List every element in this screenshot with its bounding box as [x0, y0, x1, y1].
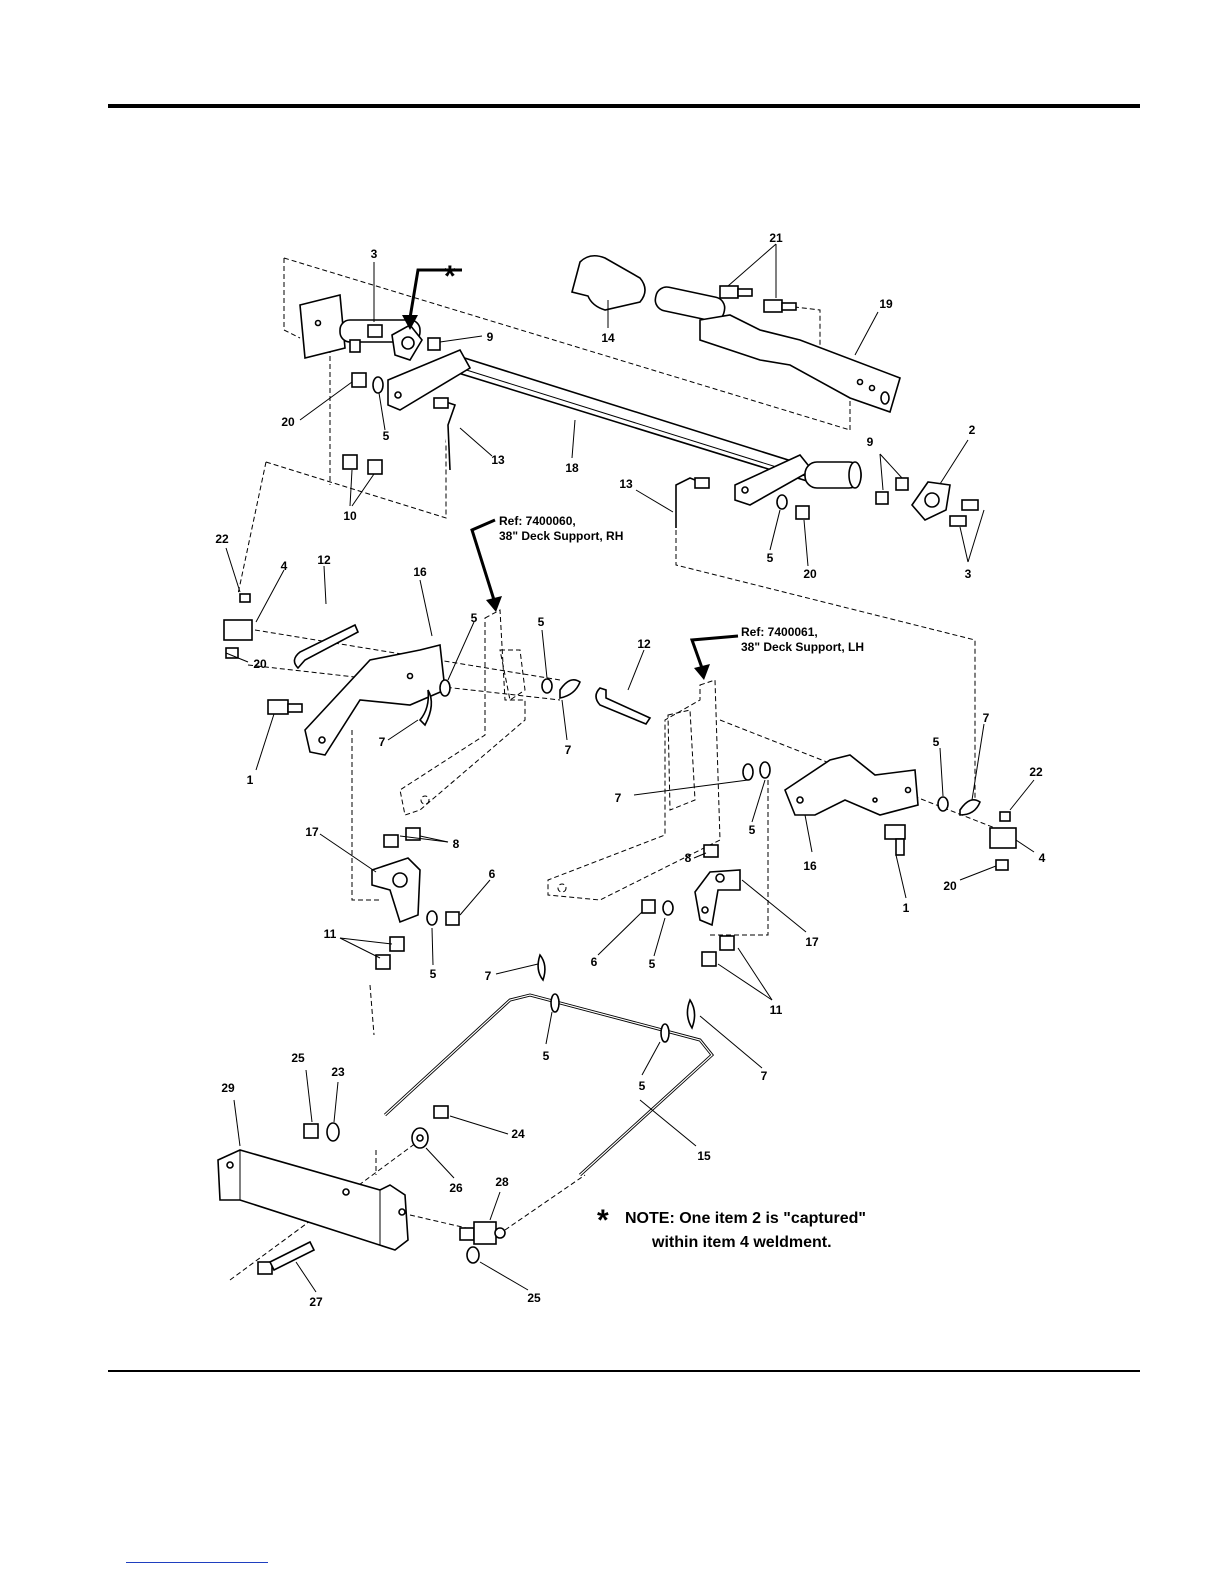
- callout: 7: [761, 1069, 768, 1083]
- callout: 5: [430, 967, 437, 981]
- callout: 3: [965, 567, 972, 581]
- callout: 15: [697, 1149, 711, 1163]
- callout: 20: [281, 415, 295, 429]
- callout: 1: [903, 901, 910, 915]
- callout: 23: [331, 1065, 345, 1079]
- note-star: *: [597, 1204, 609, 1237]
- ref-rh-line1: Ref: 7400060,: [499, 514, 576, 528]
- callout: 20: [253, 657, 267, 671]
- leader-lines: [226, 244, 1034, 1292]
- callout: 17: [805, 935, 819, 949]
- bracket-17-rh: [372, 828, 459, 969]
- callout: 19: [879, 297, 893, 311]
- callout: 2: [969, 423, 976, 437]
- footer-link-underline[interactable]: [126, 1562, 268, 1563]
- callout: 4: [281, 559, 288, 573]
- callout: 11: [770, 1003, 783, 1017]
- callout: 5: [471, 611, 478, 625]
- pin-12-rh: [294, 625, 358, 668]
- callout: 7: [615, 791, 622, 805]
- ref-lh-line2: 38" Deck Support, LH: [741, 640, 864, 654]
- callout: 24: [511, 1127, 525, 1141]
- callout: 1: [247, 773, 254, 787]
- callout: 28: [495, 1175, 509, 1189]
- callout: 14: [601, 331, 615, 345]
- callout: 10: [343, 509, 357, 523]
- callout: 27: [309, 1295, 323, 1309]
- bracket-29: [218, 1150, 408, 1250]
- note-line2: within item 4 weldment.: [651, 1234, 832, 1251]
- callout-labels: 3 9 20 5 10 13 18 14 21 19 2 9 3 5 20 13…: [215, 231, 1045, 1309]
- callout: 8: [685, 851, 692, 865]
- pin-12-lh: [596, 688, 650, 724]
- callout: 25: [527, 1291, 541, 1305]
- callout: 5: [639, 1079, 646, 1093]
- callout: 9: [867, 435, 874, 449]
- bracket-16-rh: [305, 645, 445, 755]
- note-line1: NOTE: One item 2 is "captured": [625, 1210, 866, 1227]
- asterisk-marker: *: [444, 260, 456, 293]
- callout: 16: [413, 565, 427, 579]
- callout: 20: [943, 879, 957, 893]
- callout: 5: [383, 429, 390, 443]
- callout: 4: [1039, 851, 1046, 865]
- callout: 5: [767, 551, 774, 565]
- callout: 3: [371, 247, 378, 261]
- upper-shaft-assembly: [300, 295, 861, 505]
- callout: 12: [637, 637, 651, 651]
- callout: 13: [619, 477, 633, 491]
- callout: 18: [565, 461, 579, 475]
- callout: 8: [453, 837, 460, 851]
- callout: 7: [983, 711, 990, 725]
- callout: 6: [591, 955, 598, 969]
- callout: 7: [485, 969, 492, 983]
- callout: 5: [538, 615, 545, 629]
- callout: 5: [749, 823, 756, 837]
- callout: 22: [1029, 765, 1043, 779]
- callout: 17: [305, 825, 319, 839]
- callout: 5: [543, 1049, 550, 1063]
- callout: 20: [803, 567, 817, 581]
- deck-support-rh: [400, 610, 525, 815]
- callout: 13: [491, 453, 505, 467]
- callout: 22: [215, 532, 229, 546]
- ref-rh-line2: 38" Deck Support, RH: [499, 529, 623, 543]
- callout: 25: [291, 1051, 305, 1065]
- callout: 6: [489, 867, 496, 881]
- lift-rod-15: [385, 955, 712, 1175]
- footer-rule: [108, 1370, 1140, 1372]
- callout: 5: [933, 735, 940, 749]
- ref-lh-line1: Ref: 7400061,: [741, 625, 818, 639]
- bolts-21: [720, 286, 796, 312]
- bracket-16-lh: [785, 755, 918, 815]
- callout: 9: [487, 330, 494, 344]
- callout: 11: [324, 927, 337, 941]
- callout: 12: [317, 553, 331, 567]
- callout: 29: [221, 1081, 235, 1095]
- callout: 7: [379, 735, 386, 749]
- callout: 21: [769, 231, 783, 245]
- callout: 16: [803, 859, 817, 873]
- callout: 7: [565, 743, 572, 757]
- callout: 26: [449, 1181, 463, 1195]
- callout: 5: [649, 957, 656, 971]
